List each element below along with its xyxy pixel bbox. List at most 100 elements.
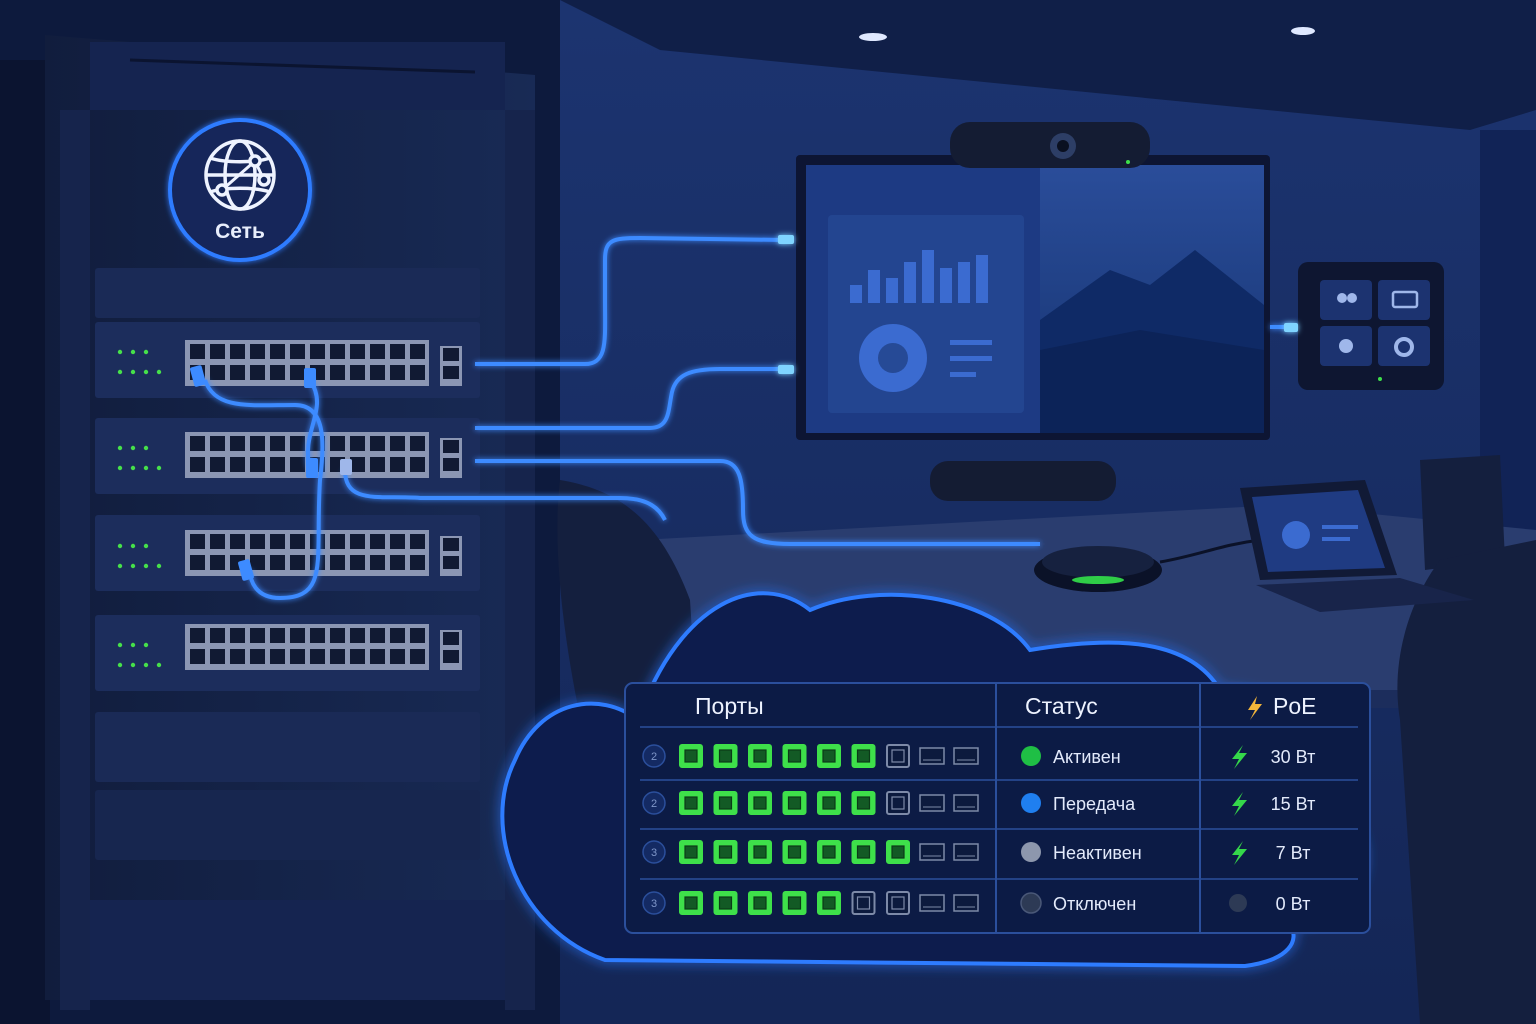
- status-led: [130, 465, 136, 471]
- rj45-port: [350, 555, 365, 570]
- status-dot: [1021, 746, 1041, 766]
- poe-value: 30 Вт: [1271, 747, 1316, 767]
- rj45-port: [390, 365, 405, 380]
- rj45-port: [270, 628, 285, 643]
- rj45-port: [330, 628, 345, 643]
- rj45-port: [330, 344, 345, 359]
- rj45-port: [410, 365, 425, 380]
- rj45-port: [370, 457, 385, 472]
- rj45-port: [210, 365, 225, 380]
- rj45-port: [210, 534, 225, 549]
- rj45-port: [230, 344, 245, 359]
- status-led: [130, 543, 136, 549]
- rj45-port: [270, 344, 285, 359]
- ceiling-light: [859, 27, 1315, 41]
- status-label: Активен: [1053, 747, 1121, 767]
- rj45-port: [250, 628, 265, 643]
- sfp-port-icon: [953, 747, 979, 765]
- status-led: [156, 563, 162, 569]
- rj45-port: [270, 649, 285, 664]
- rj45-port: [190, 344, 205, 359]
- rj45-port: [250, 436, 265, 451]
- rj45-port: [190, 436, 205, 451]
- rj45-port: [290, 649, 305, 664]
- switch-number: 2: [651, 751, 657, 763]
- rj45-port: [190, 628, 205, 643]
- sfp-port-icon: [953, 794, 979, 812]
- rj45-port: [270, 436, 285, 451]
- network-cable: [203, 235, 1295, 601]
- rj45-port: [210, 628, 225, 643]
- poe-off-dot: [1229, 894, 1247, 912]
- rj45-port: [350, 436, 365, 451]
- poe-bolt-icon: [1232, 841, 1247, 865]
- rj45-port: [330, 436, 345, 451]
- rj45-port: [250, 457, 265, 472]
- rj45-port: [270, 457, 285, 472]
- rj45-port: [370, 534, 385, 549]
- rj45-port: [330, 555, 345, 570]
- status-led: [130, 349, 136, 355]
- rj45-port: [390, 436, 405, 451]
- rj45-port: [350, 457, 365, 472]
- switch-number-badge: [642, 891, 666, 915]
- rj45-port: [310, 344, 325, 359]
- status-led: [143, 465, 149, 471]
- rj45-port: [410, 628, 425, 643]
- server-rack: [0, 35, 535, 1024]
- poe-value: 0 Вт: [1276, 894, 1311, 914]
- status-led: [143, 543, 149, 549]
- laptop: [1240, 480, 1474, 612]
- status-led: [156, 369, 162, 375]
- rj45-port: [290, 628, 305, 643]
- network-switch: [95, 322, 480, 398]
- rj45-port: [290, 457, 305, 472]
- rj45-port: [230, 534, 245, 549]
- status-led: [143, 369, 149, 375]
- rj45-port: [370, 344, 385, 359]
- sfp-port: [443, 458, 459, 471]
- status-led: [117, 563, 123, 569]
- switch-number: 3: [651, 898, 657, 910]
- status-dot: [1021, 842, 1041, 862]
- rj45-port: [370, 365, 385, 380]
- status-column-header: Статус: [1025, 693, 1098, 719]
- camera-bar: [950, 122, 1150, 168]
- rj45-port: [190, 649, 205, 664]
- conference-speakerphone: [1034, 546, 1162, 592]
- rj45-port: [230, 649, 245, 664]
- lightning-icon: [1248, 696, 1262, 720]
- rj45-port: [230, 365, 245, 380]
- rj45-port: [390, 534, 405, 549]
- rj45-port: [410, 534, 425, 549]
- status-led: [143, 349, 149, 355]
- rj45-port: [330, 649, 345, 664]
- sfp-port: [443, 348, 459, 361]
- display-screen: [796, 155, 1270, 440]
- rj45-port: [190, 457, 205, 472]
- status-led: [143, 642, 149, 648]
- rj45-port: [350, 344, 365, 359]
- status-led: [117, 369, 123, 375]
- poe-bolt-icon: [1232, 745, 1247, 769]
- status-led: [143, 662, 149, 668]
- rj45-port: [210, 436, 225, 451]
- rj45-port: [250, 344, 265, 359]
- poe-bolt-icon: [1232, 792, 1247, 816]
- rj45-port: [370, 436, 385, 451]
- switch-number: 2: [651, 798, 657, 810]
- sfp-port-icon: [953, 843, 979, 861]
- status-led: [117, 543, 123, 549]
- rj45-port: [250, 649, 265, 664]
- rj45-port: [390, 628, 405, 643]
- rj45-port: [210, 344, 225, 359]
- rj45-port: [230, 436, 245, 451]
- rj45-port: [330, 534, 345, 549]
- status-led: [130, 563, 136, 569]
- rj45-port: [370, 649, 385, 664]
- rj45-port: [290, 365, 305, 380]
